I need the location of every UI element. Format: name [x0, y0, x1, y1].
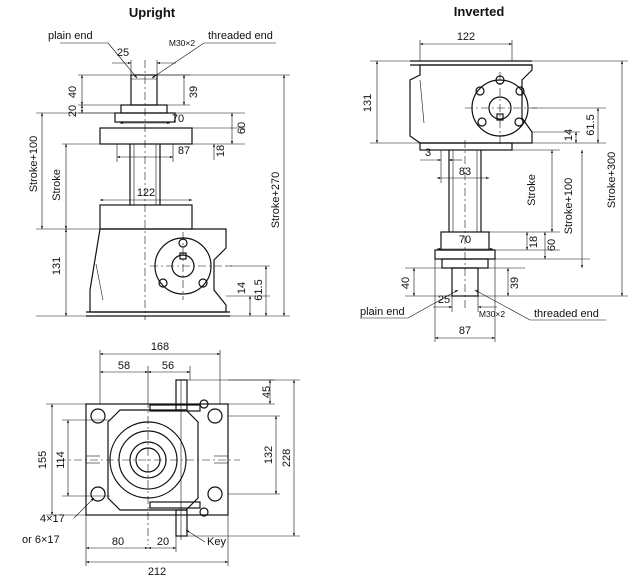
inverted-dim-18: 18	[528, 236, 540, 248]
plan-dim-114: 114	[55, 451, 67, 469]
upright-dim-40: 40	[67, 86, 79, 98]
upright-dim-20: 20	[67, 105, 79, 117]
inverted-gearbox-body	[409, 64, 533, 144]
upright-dim-25: 25	[117, 47, 129, 59]
inverted-dim-3: 3	[425, 147, 431, 159]
upright-dim-stroke: Stroke	[51, 169, 63, 201]
upright-dim-18: 18	[215, 145, 227, 157]
upright-dim-70: 70	[172, 113, 184, 125]
plan-dim-58: 58	[118, 360, 130, 372]
upright-dim-87: 87	[178, 145, 190, 157]
upright-title: Upright	[129, 5, 176, 20]
upright-dim-stroke-plus-270: Stroke+270	[270, 172, 282, 229]
plan-worm-shaft-top	[175, 379, 188, 411]
upright-gearbox-top	[99, 204, 193, 230]
upright-dim-131: 131	[51, 257, 63, 275]
inverted-gearbox-bottom	[419, 142, 513, 151]
upright-plain-end-shaft	[130, 74, 158, 106]
plan-base-plate	[85, 403, 229, 516]
inverted-dim-61-5: 61.5	[585, 114, 597, 135]
inverted-dim-39: 39	[509, 277, 521, 289]
upright-plain-end-label: plain end	[48, 30, 93, 42]
inverted-plain-end-label: plain end	[360, 306, 405, 318]
inverted-dim-stroke-plus-100: Stroke+100	[563, 178, 575, 235]
upright-dim-122: 122	[137, 187, 155, 199]
upright-dim-61-5: 61.5	[253, 279, 265, 300]
plan-dim-45: 45	[261, 386, 273, 398]
inverted-dim-40: 40	[400, 277, 412, 289]
inverted-plain-end-shaft	[451, 267, 479, 297]
inverted-dim-70: 70	[459, 234, 471, 246]
inverted-thread-spec: M30×2	[479, 309, 505, 319]
upright-threaded-end-label: threaded end	[208, 30, 273, 42]
plan-dim-56: 56	[162, 360, 174, 372]
upright-dim-39: 39	[188, 86, 200, 98]
upright-dim-stroke-plus-100: Stroke+100	[28, 136, 40, 193]
upright-view: 25 M30×2 plain end threaded end 40 20 39…	[28, 30, 290, 320]
upright-nut-block	[120, 104, 168, 114]
upright-flange	[99, 127, 193, 145]
plan-dim-80: 80	[112, 536, 124, 548]
plan-dim-212: 212	[148, 566, 166, 578]
inverted-dim-83: 83	[459, 166, 471, 178]
inverted-dim-25: 25	[438, 294, 450, 306]
plan-view: 168 58 56 45 155 114 132 228	[22, 341, 300, 578]
plan-mount-hole	[207, 486, 223, 502]
upright-gearbox-body	[89, 228, 227, 313]
inverted-dim-stroke: Stroke	[526, 174, 538, 206]
plan-mount-hole	[90, 408, 106, 424]
plan-dim-155: 155	[37, 451, 49, 469]
inverted-dim-131: 131	[362, 94, 374, 112]
inverted-title: Inverted	[454, 4, 505, 19]
plan-gearbox-outline	[107, 409, 199, 511]
plan-mount-hole	[207, 408, 223, 424]
plan-holes-6-label: or 6×17	[22, 534, 60, 546]
inverted-dim-14: 14	[563, 129, 575, 141]
inverted-dim-60: 60	[546, 239, 558, 251]
inverted-dim-122: 122	[457, 31, 475, 43]
upright-thread-spec: M30×2	[169, 38, 195, 48]
plan-dim-228: 228	[281, 449, 293, 467]
plan-holes-4-label: 4×17	[40, 513, 65, 525]
inverted-dim-stroke-plus-300: Stroke+300	[606, 152, 618, 209]
plan-worm-shaft-bottom	[175, 509, 188, 537]
plan-dim-168: 168	[151, 341, 169, 353]
plan-key-label: Key	[207, 536, 226, 548]
inverted-threaded-end-label: threaded end	[534, 308, 599, 320]
inverted-view: 122 131 14 61.5 3 83 Stroke Stroke+100	[360, 31, 628, 342]
upright-dim-60: 60	[236, 122, 248, 134]
plan-dim-20: 20	[157, 536, 169, 548]
plan-mount-hole	[90, 486, 106, 502]
inverted-dim-87: 87	[459, 325, 471, 337]
plan-dim-132: 132	[263, 446, 275, 464]
upright-dim-14: 14	[236, 282, 248, 294]
